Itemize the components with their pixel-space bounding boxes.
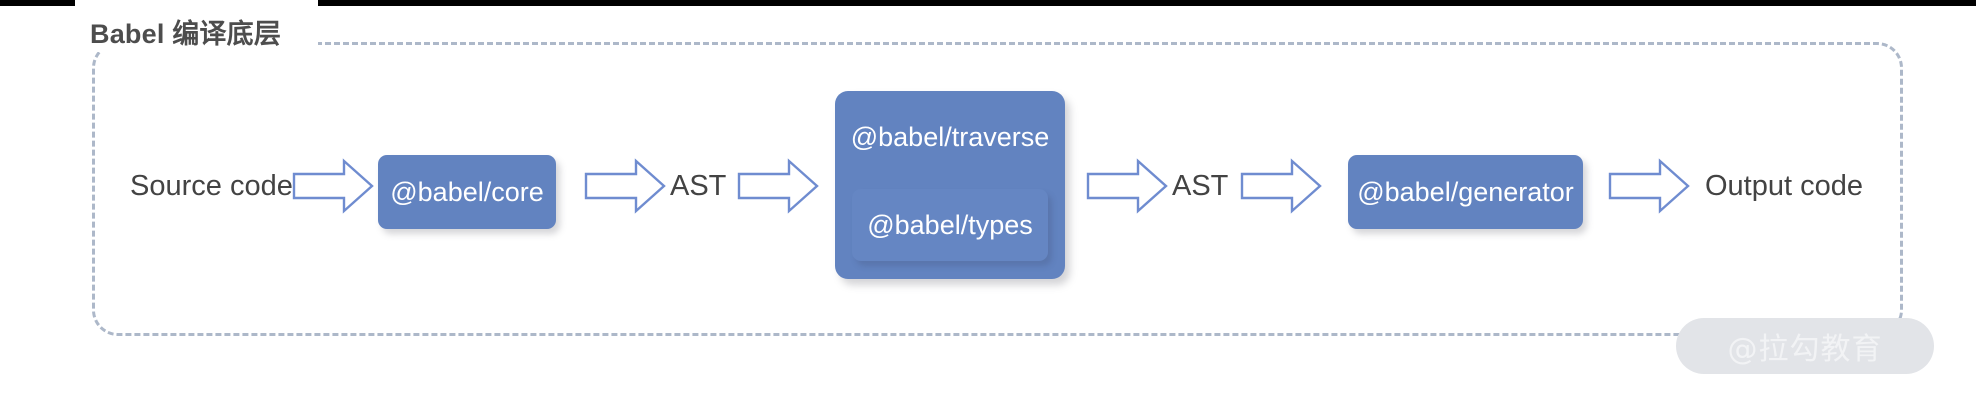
watermark-text: @拉勾教育 <box>1727 332 1883 367</box>
box-babel-core[interactable]: @babel/core <box>378 155 556 229</box>
dashed-frame-title-gap <box>75 34 318 52</box>
right-arrow-icon <box>1240 158 1322 214</box>
page-title: Babel 编译底层 <box>90 19 282 49</box>
right-arrow-icon <box>737 158 819 214</box>
label-ast-1: AST <box>670 170 727 202</box>
label-output-code: Output code <box>1705 170 1863 202</box>
right-arrow-icon <box>584 158 666 214</box>
group-babel-traverse-types[interactable]: @babel/traverse @babel/types <box>835 91 1065 279</box>
top-black-bar <box>0 0 1976 6</box>
label-source-code: Source code <box>130 170 293 202</box>
label-babel-traverse: @babel/traverse <box>850 121 1050 152</box>
top-bar-title-notch <box>75 0 318 6</box>
right-arrow-icon <box>292 158 374 214</box>
box-babel-generator[interactable]: @babel/generator <box>1348 155 1583 229</box>
right-arrow-icon <box>1608 158 1690 214</box>
right-arrow-icon <box>1086 158 1168 214</box>
box-babel-types[interactable]: @babel/types <box>852 189 1048 261</box>
watermark-badge: @拉勾教育 <box>1676 318 1934 374</box>
label-ast-2: AST <box>1172 170 1229 202</box>
babel-pipeline-dashed-frame <box>92 42 1903 336</box>
